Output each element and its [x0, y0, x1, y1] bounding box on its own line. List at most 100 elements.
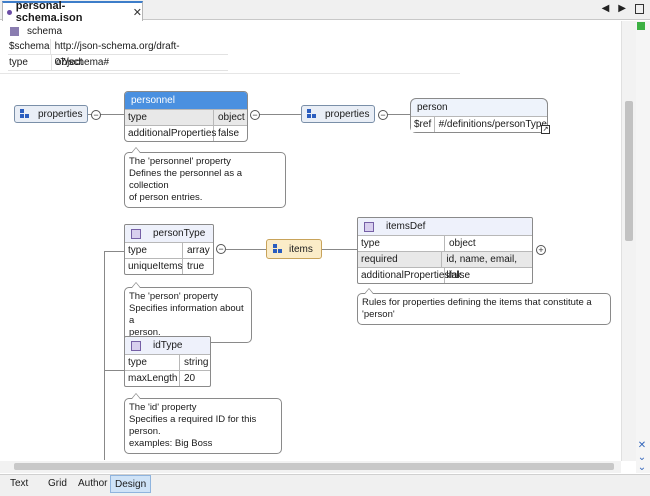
connector-line — [259, 114, 301, 115]
header-divider — [0, 73, 460, 74]
schema-key: $schema — [9, 39, 51, 54]
annotation-line: The 'personnel' property — [129, 156, 231, 167]
goto-reference-icon[interactable]: ↗ — [541, 125, 550, 134]
type-icon — [131, 228, 141, 239]
schema-row[interactable]: $schema http://json-schema.org/draft-07/… — [8, 39, 228, 68]
validation-ok-icon — [637, 22, 645, 30]
row-value: string — [184, 357, 209, 368]
connector-line — [104, 370, 124, 371]
collapse-toggle-icon[interactable]: − — [378, 110, 388, 120]
idtype-row[interactable]: maxLength 20 — [125, 370, 210, 386]
mode-author[interactable]: Author — [78, 478, 108, 489]
expand-toggle-icon[interactable]: + — [536, 245, 546, 255]
itemsdef-row[interactable]: additionalProperties false — [358, 267, 532, 283]
personnel-title: personnel — [125, 92, 247, 109]
personnel-row[interactable]: type object — [125, 109, 247, 125]
schema-row[interactable]: type object — [8, 55, 228, 71]
row-key: uniqueItems — [125, 259, 183, 274]
persontype-row[interactable]: uniqueItems true — [125, 258, 213, 274]
collapse-toggle-icon[interactable]: − — [216, 244, 226, 254]
schema-header: schema $schema http://json-schema.org/dr… — [8, 23, 228, 71]
collapse-all-icon[interactable]: ✕ — [637, 440, 647, 451]
tab-personal-schema[interactable]: personal-schema.json ✕ — [2, 0, 143, 24]
row-value: object — [218, 112, 245, 123]
connector-line — [84, 114, 124, 115]
person-ref-row[interactable]: $ref #/definitions/personType — [411, 116, 547, 132]
idtype-header: idType — [125, 337, 210, 354]
properties-icon — [20, 109, 30, 119]
items-node[interactable]: items — [266, 239, 322, 259]
idtype-title: idType — [153, 340, 183, 351]
personnel-row[interactable]: additionalProperties false — [125, 125, 247, 141]
annotation-line: person. — [129, 327, 161, 338]
itemsdef-row[interactable]: type object — [358, 235, 532, 251]
row-key: type — [125, 243, 183, 258]
schema-value: object — [56, 57, 83, 68]
itemsdef-header: itemsDef — [358, 218, 532, 235]
row-key: additionalProperties — [125, 126, 216, 141]
scroll-left-icon[interactable]: ◀ — [601, 3, 610, 14]
persontype-row[interactable]: type array — [125, 242, 213, 258]
expand-all-icon[interactable]: ⌄ — [637, 462, 647, 473]
idtype-row[interactable]: type string — [125, 354, 210, 370]
type-icon — [364, 221, 374, 232]
row-key: maxLength — [125, 371, 180, 386]
annotation-line: The 'person' property — [129, 291, 219, 302]
itemsdef-annotation: Rules for properties defining the items … — [357, 288, 611, 325]
collapse-toggle-icon[interactable]: − — [91, 110, 101, 120]
horizontal-scroll-thumb[interactable] — [14, 463, 614, 470]
persontype-header: personType — [125, 225, 213, 242]
vertical-scroll-thumb[interactable] — [625, 101, 633, 241]
row-value: 20 — [184, 373, 196, 384]
connector-line — [380, 114, 410, 115]
schema-title[interactable]: schema — [8, 23, 228, 39]
tab-list-menu-icon[interactable] — [635, 4, 644, 14]
schema-icon — [10, 26, 19, 36]
itemsdef-title: itemsDef — [386, 221, 426, 232]
connector-line — [226, 249, 266, 250]
close-icon[interactable]: ✕ — [132, 6, 142, 19]
expand-down-icon[interactable]: ⌄ — [637, 452, 647, 463]
horizontal-scrollbar[interactable] — [0, 461, 621, 473]
tab-navigation: ◀ ▶ — [602, 3, 644, 14]
row-value: id, name, email, link — [446, 254, 517, 281]
itemsdef-row[interactable]: required id, name, email, link — [358, 251, 532, 281]
items-icon — [273, 244, 283, 254]
properties-node[interactable]: properties — [301, 105, 375, 123]
mode-grid[interactable]: Grid — [48, 478, 67, 489]
schema-title-label: schema — [27, 25, 63, 37]
person-title: person — [417, 102, 448, 113]
persontype-node[interactable]: personType type array uniqueItems true — [124, 224, 214, 275]
mode-text[interactable]: Text — [10, 478, 29, 489]
idtype-node[interactable]: idType type string maxLength 20 — [124, 336, 211, 387]
person-node[interactable]: person $ref #/definitions/personType — [410, 98, 548, 133]
personnel-node[interactable]: personnel type object additionalProperti… — [124, 91, 248, 142]
row-key: type — [358, 236, 445, 251]
mode-design[interactable]: Design — [110, 475, 152, 493]
schema-key: type — [8, 55, 52, 70]
editor-tabbar: personal-schema.json ✕ ◀ ▶ — [0, 0, 650, 24]
connector-line — [104, 251, 124, 252]
scroll-right-icon[interactable]: ▶ — [618, 3, 626, 14]
persontype-title: personType — [153, 228, 206, 239]
row-key: required — [358, 252, 443, 267]
annotation-line: examples: Big Boss — [129, 438, 213, 449]
items-label: items — [289, 243, 313, 255]
schema-value: http://json-schema.org/draft-07/schema# — [54, 41, 180, 68]
row-value: object — [449, 238, 476, 249]
row-value: false — [449, 270, 471, 281]
persontype-annotation: The 'person' property Specifies informat… — [124, 282, 252, 343]
row-key: additionalProperties — [358, 268, 449, 283]
ref-key: $ref — [411, 117, 435, 132]
type-icon — [131, 340, 141, 351]
collapse-toggle-icon[interactable]: − — [250, 110, 260, 120]
ref-value: #/definitions/personType — [438, 119, 547, 130]
itemsdef-node[interactable]: itemsDef type object required id, name, … — [357, 217, 533, 284]
annotation-line: The 'id' property — [129, 402, 197, 413]
properties-node[interactable]: properties — [14, 105, 88, 123]
personnel-annotation: The 'personnel' property Defines the per… — [124, 147, 286, 208]
design-canvas[interactable]: schema $schema http://json-schema.org/dr… — [0, 21, 621, 460]
editor-mode-bar: Text Grid Author Design — [0, 474, 650, 496]
vertical-scrollbar[interactable] — [621, 21, 636, 461]
overview-ruler — [636, 21, 650, 473]
